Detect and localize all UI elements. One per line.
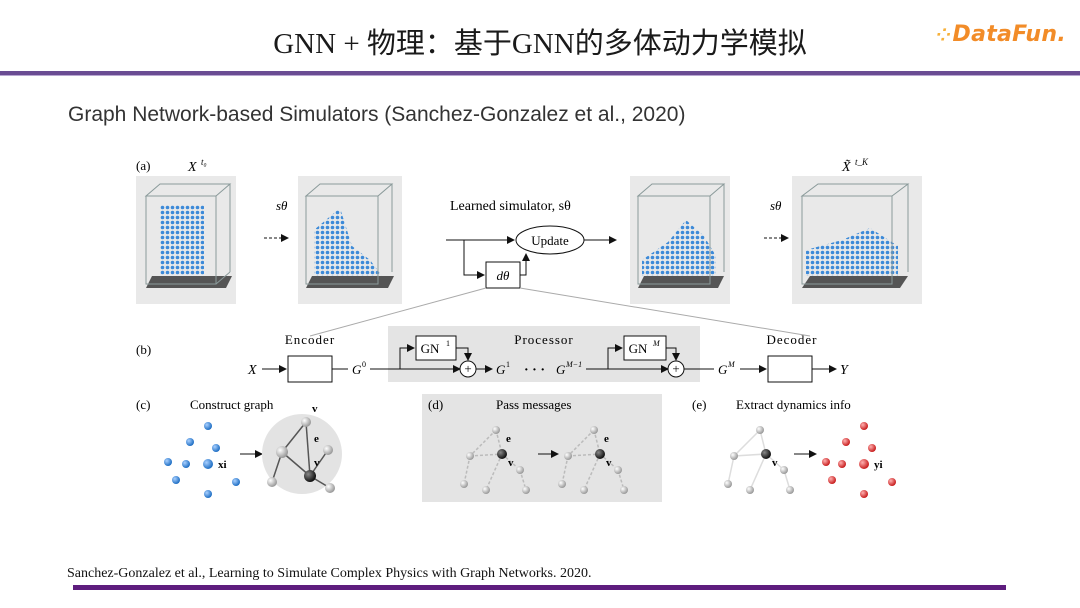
vim-label: v [508,457,514,469]
gnm-box [623,335,667,361]
pass-messages-label: Pass messages [496,397,571,412]
x-tk-label: X̃ [841,159,851,175]
gm1-sup: M−1 [565,360,582,369]
vi0-label: v [314,457,320,469]
xi-label: xi [218,459,227,471]
x-t0-label: X [187,160,197,175]
g1-label: G [496,362,506,377]
input-particles [164,422,240,498]
title-divider-shadow [0,75,1080,76]
graph-construct [267,417,335,493]
title-divider [0,71,1080,75]
encoder-box [287,355,333,383]
gns-figure: (a) X t₀ sθ Learned simulator, sθ Update… [130,150,930,510]
logo-text: DataFun. [952,22,1066,47]
dtheta-to-update-arrow [520,253,530,276]
construct-graph-label: Construct graph [190,397,274,412]
x-tk-superscript: t_K [855,157,869,167]
gn1-out-arrow [456,347,472,361]
learned-simulator-label: Learned simulator, sθ [450,199,571,214]
fluid-cube-final: X̃ t_K [792,157,922,304]
ellipsis-label: · · · [524,363,545,378]
neighborhood-disk [262,414,342,494]
gm-sup: M [727,360,736,369]
gnm-sup: M [652,339,661,348]
gnm-label: GN [629,341,648,356]
viM-label: v [772,457,778,469]
datafun-logo: ⁘DataFun. [936,22,1066,47]
plus-icon-1: + [464,361,471,376]
update-label: Update [531,233,569,248]
gn1-sup: 1 [446,339,450,348]
graph-step-m1 [558,426,628,494]
yi-label: yi [874,459,883,471]
to-gnm-arrow [607,344,623,369]
gnm-out-arrow [666,347,680,361]
panel-c-label: (c) [136,397,150,412]
graph-decode [724,426,794,494]
panel-e-label: (e) [692,397,706,412]
x-input-label: X [247,363,257,378]
d-theta-label: dθ [497,268,511,283]
extract-dynamics-label: Extract dynamics info [736,397,851,412]
y-output-label: Y [840,363,850,378]
graph-step-m [460,426,530,494]
x-t0-superscript: t₀ [201,157,207,167]
decoder-label: Decoder [766,332,817,347]
vim1-label: v [606,457,612,469]
zoom-line-right [519,287,811,337]
to-dtheta-arrow [463,240,485,279]
citation-footer: Sanchez-Gonzalez et al., Learning to Sim… [67,566,592,581]
eij0-label: e [314,433,319,445]
processor-label: Processor [514,332,574,347]
gn1-label: GN [421,341,440,356]
zoom-line-left [309,287,487,337]
s-theta-label-1: sθ [276,198,288,213]
gn1-box [415,335,457,361]
plus-icon-2: + [672,361,679,376]
logo-dots-icon: ⁘ [936,25,952,46]
encoder-label: Encoder [285,332,335,347]
output-particles [822,422,896,498]
panel-d-label: (d) [428,397,443,412]
fluid-cube-step [298,176,402,304]
eijm1-label: e [604,433,609,445]
vj0-label: v [312,403,318,415]
slide-title: GNN + 物理：基于GNN的多体动力学模拟 [273,28,807,60]
fluid-cube-predicted [630,176,730,304]
eijm-label: e [506,433,511,445]
gns-diagram: (a) X t₀ sθ Learned simulator, sθ Update… [136,157,922,502]
g0-label: G [352,362,362,377]
to-gn1-arrow [399,344,415,369]
panel-a-label: (a) [136,158,150,173]
g0-sup: 0 [362,360,366,369]
decoder-box [767,355,813,383]
fluid-cube-initial [136,176,236,304]
gm-label: G [718,362,728,377]
s-theta-label-2: sθ [770,198,782,213]
g1-sup: 1 [506,360,510,369]
slide-subtitle: Graph Network-based Simulators (Sanchez-… [68,103,686,126]
gm1-label: G [556,362,566,377]
footer-bar [73,585,1006,590]
panel-b-label: (b) [136,342,151,357]
